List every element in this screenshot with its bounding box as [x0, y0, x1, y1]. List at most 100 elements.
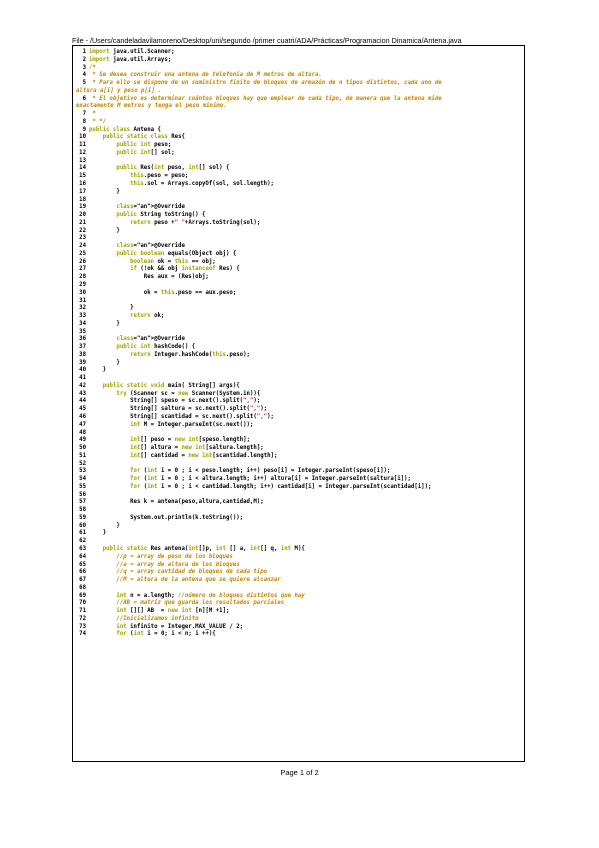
code-line: 10 public static class Res{ [76, 134, 524, 142]
code-line: 38 return Integer.hashCode(this.peso); [76, 352, 524, 360]
code-line: 45 String[] saltura = sc.next().split(",… [76, 406, 524, 414]
line-text: class="an">@Override [116, 204, 185, 211]
line-text: System.out.println(k.toString()); [89, 514, 244, 521]
line-number: 27 [79, 266, 86, 273]
line-text: int n = a.length; //número de bloques di… [116, 592, 305, 599]
line-number: 47 [79, 421, 86, 428]
line-number: 69 [79, 592, 86, 599]
line-number: 7 [82, 111, 86, 118]
line-text: ok = this.peso == aux.peso; [89, 289, 237, 296]
line-number: 74 [79, 631, 86, 638]
line-text: String[] saltura = sc.next().split(","); [89, 406, 268, 413]
code-line: 72 //Inicializamos infinito [76, 616, 524, 624]
code-line: 35 [76, 329, 524, 337]
line-number: 57 [79, 499, 86, 506]
line-number: 61 [79, 530, 86, 537]
line-text: boolean ok = this == obj; [130, 258, 216, 265]
code-line: 12 public int[] sol; [76, 150, 524, 158]
code-line: 15 this.peso = peso; [76, 173, 524, 181]
line-text: String[] scantidad = sc.next().split(","… [89, 413, 274, 420]
code-line: 62 [76, 538, 524, 546]
line-number: 70 [79, 600, 86, 607]
code-line: 64 //p = array de peso de los bloques [76, 554, 524, 562]
line-number: 56 [79, 491, 86, 498]
code-line: 7 * [76, 111, 524, 119]
code-line: 27 if (!ok && obj instanceof Res) { [76, 266, 524, 274]
code-line: 29 [76, 282, 524, 290]
line-number: 62 [79, 538, 86, 545]
line-text: } [89, 305, 134, 312]
line-number: 28 [79, 274, 86, 281]
page-number: Page 1 of 2 [280, 768, 319, 777]
line-number: 32 [79, 305, 86, 312]
line-number: 72 [79, 615, 86, 622]
line-text: int [][] AB = new int [n][M +1]; [116, 608, 230, 615]
line-text: int[] cantidad = new int[scantidad.lengt… [130, 452, 278, 459]
line-number: 8 [82, 118, 86, 125]
line-number: 66 [79, 569, 86, 576]
line-text: String[] speso = sc.next().split(","); [89, 398, 261, 405]
code-line: 57 Res k = antena(peso,altura,cantidad,M… [76, 499, 524, 507]
line-number: 60 [79, 522, 86, 529]
code-line: exactamente M metros y tenga el peso mín… [76, 103, 524, 111]
line-number: 29 [79, 281, 86, 288]
line-text: public class Antena { [89, 126, 161, 133]
line-number: 25 [79, 250, 86, 257]
code-line: 19 class="an">@Override [76, 204, 524, 212]
line-number: 40 [79, 367, 86, 374]
line-text: try (Scanner sc = new Scanner(System.in)… [116, 390, 261, 397]
line-number: 35 [79, 328, 86, 335]
code-line: 53 for (int i = 0 ; i < peso.length; i++… [76, 468, 524, 476]
code-line: 26 boolean ok = this == obj; [76, 259, 524, 267]
code-line: 58 [76, 507, 524, 515]
line-text: this.peso = peso; [130, 173, 189, 180]
line-number: 4 [82, 72, 86, 79]
line-text: /* [89, 64, 96, 71]
line-text: //a = array de altura de los bloques [116, 561, 240, 568]
code-line: 44 String[] speso = sc.next().split(",")… [76, 398, 524, 406]
line-number: 31 [79, 297, 86, 304]
line-text: int M = Integer.parseInt(sc.next()); [130, 421, 254, 428]
line-number: 45 [79, 406, 86, 413]
line-number: 38 [79, 351, 86, 358]
code-line: 61 } [76, 530, 524, 538]
line-number: 18 [79, 196, 86, 203]
code-line: 69 int n = a.length; //número de bloques… [76, 593, 524, 601]
line-number: 22 [79, 227, 86, 234]
line-number: 26 [79, 258, 86, 265]
line-number: 11 [79, 142, 86, 149]
code-line: 66 //q = array cantidad de bloques de ca… [76, 569, 524, 577]
line-number: 54 [79, 476, 86, 483]
line-text: int infinito = Integer.MAX_VALUE / 2; [116, 623, 244, 630]
line-text: Res k = antena(peso,altura,cantidad,M); [89, 499, 264, 506]
line-number: 23 [79, 235, 86, 242]
code-line: 51 int[] cantidad = new int[scantidad.le… [76, 453, 524, 461]
code-line: 41 [76, 375, 524, 383]
line-number: 71 [79, 608, 86, 615]
code-line: 17 } [76, 189, 524, 197]
line-text: } [89, 227, 120, 234]
line-number: 37 [79, 344, 86, 351]
code-line: 40 } [76, 367, 524, 375]
code-line: 24 class="an">@Override [76, 243, 524, 251]
code-line: 67 //M = altura de la antena que se quie… [76, 577, 524, 585]
line-text: //p = array de peso de los bloques [116, 553, 233, 560]
line-number: 59 [79, 514, 86, 521]
code-line: 71 int [][] AB = new int [n][M +1]; [76, 608, 524, 616]
line-text: //M = altura de la antena que se quiere … [116, 577, 281, 584]
line-text: return ok; [130, 313, 165, 320]
line-number: 44 [79, 398, 86, 405]
line-number: 24 [79, 243, 86, 250]
line-text: //Inicializamos infinito [116, 615, 199, 622]
line-number: 41 [79, 375, 86, 382]
code-line: 18 [76, 197, 524, 205]
line-text: * Se desea construir una antena de telef… [89, 72, 322, 79]
line-text: for (int i = 0 ; i < peso.length; i++) p… [130, 468, 391, 475]
line-number: 15 [79, 173, 86, 180]
line-text: * Para ello se dispone de un suministro … [89, 80, 442, 87]
line-number: 30 [79, 289, 86, 296]
line-number: 42 [79, 382, 86, 389]
code-line: 47 int M = Integer.parseInt(sc.next()); [76, 422, 524, 430]
